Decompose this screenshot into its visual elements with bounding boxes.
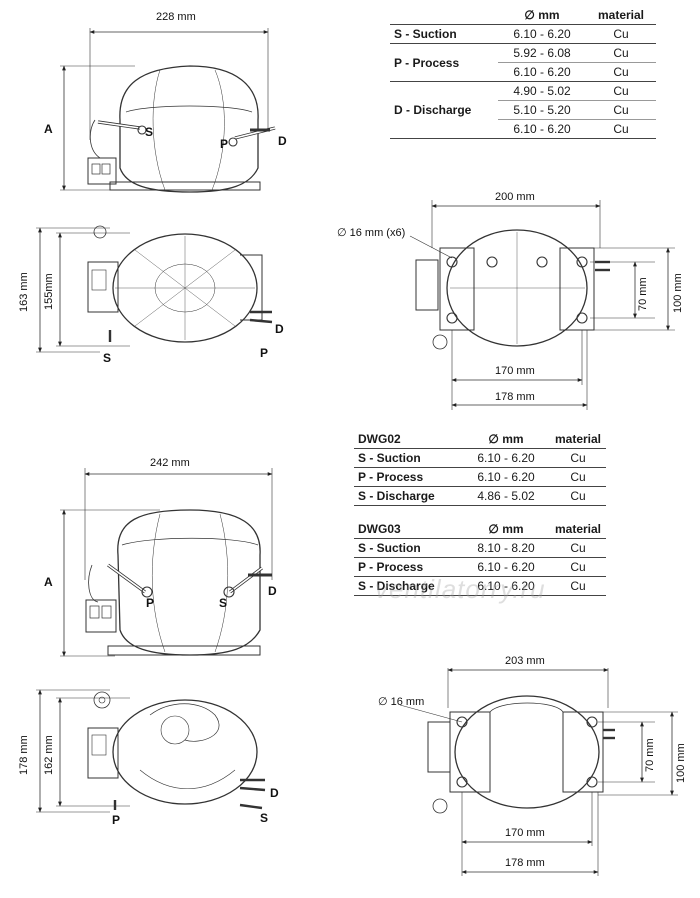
table2-title: DWG02 bbox=[354, 430, 462, 449]
table-row: P - Process 6.10 - 6.20 Cu bbox=[354, 467, 606, 487]
table2-row-label: S - Discharge bbox=[354, 486, 462, 506]
table-row: 6.10 - 6.20 Cu bbox=[390, 62, 656, 82]
table-row: S - Discharge 4.86 - 5.02 Cu bbox=[354, 486, 606, 506]
drawing2-pin-s: S bbox=[103, 351, 111, 365]
table1-cell-diameter: 5.10 - 5.20 bbox=[498, 100, 586, 120]
table2-cell-material: Cu bbox=[550, 448, 606, 468]
drawing5-outer-height: 178 mm bbox=[18, 735, 30, 775]
table1-cell-material: Cu bbox=[586, 100, 656, 120]
table2-col-material: material bbox=[550, 430, 606, 449]
table3-cell-material: Cu bbox=[550, 557, 606, 577]
table3-col-diameter: ∅ mm bbox=[462, 520, 550, 539]
table1-cell-diameter: 4.90 - 5.02 bbox=[498, 81, 586, 101]
drawing3-inner-height: 70 mm bbox=[637, 277, 649, 311]
table-row: D - Discharge 4.90 - 5.02 Cu bbox=[390, 81, 656, 139]
compressor-side-view-1 bbox=[60, 28, 276, 193]
table-row: S - Suction 6.10 - 6.20 Cu bbox=[390, 24, 656, 44]
drawing4-pin-p: P bbox=[146, 596, 154, 610]
table2-col-diameter: ∅ mm bbox=[462, 430, 550, 449]
connection-table-1: ∅ mm material S - Suction 6.10 - 6.20 Cu… bbox=[390, 6, 656, 139]
table2-row-label: P - Process bbox=[354, 467, 462, 487]
drawing3-width: 200 mm bbox=[495, 191, 535, 203]
table2-cell-diameter: 6.10 - 6.20 bbox=[462, 467, 550, 487]
table3-row-label: P - Process bbox=[354, 557, 462, 577]
drawing6-width: 203 mm bbox=[505, 655, 545, 667]
table3-cell-diameter: 6.10 - 6.20 bbox=[462, 557, 550, 577]
table1-cell-material: Cu bbox=[586, 62, 656, 82]
drawing4-pin-d: D bbox=[268, 584, 277, 598]
drawing6-inner-width: 170 mm bbox=[505, 827, 545, 839]
table1-cell-material: Cu bbox=[586, 24, 656, 44]
table3-cell-diameter: 8.10 - 8.20 bbox=[462, 538, 550, 558]
drawing1-height-label: A bbox=[44, 122, 53, 136]
compressor-top-view-2 bbox=[36, 689, 266, 813]
table3-cell-material: Cu bbox=[550, 538, 606, 558]
table-row: S - Suction 8.10 - 8.20 Cu bbox=[354, 538, 606, 558]
table2-row-label: S - Suction bbox=[354, 448, 462, 468]
drawing6-outer-width: 178 mm bbox=[505, 857, 545, 869]
drawing1-pin-s: S bbox=[145, 125, 153, 139]
table3-row-label: S - Discharge bbox=[354, 576, 462, 596]
table3-title: DWG03 bbox=[354, 520, 462, 539]
drawing5-pin-d: D bbox=[270, 786, 279, 800]
table-row: P - Process 5.92 - 6.08 Cu bbox=[390, 43, 656, 82]
drawing1-width-label: 228 mm bbox=[156, 11, 196, 23]
drawing6-outer-height: 100 mm bbox=[675, 743, 687, 783]
drawing1-pin-d: D bbox=[278, 134, 287, 148]
table2-cell-material: Cu bbox=[550, 467, 606, 487]
table3-col-material: material bbox=[550, 520, 606, 539]
table1-col-diameter: ∅ mm bbox=[498, 6, 586, 25]
drawing2-inner-height: 155mm bbox=[43, 273, 55, 310]
mounting-plate-view-1 bbox=[409, 200, 675, 410]
table2-cell-diameter: 4.86 - 5.02 bbox=[462, 486, 550, 506]
table3-row-label: S - Suction bbox=[354, 538, 462, 558]
mounting-plate-view-2 bbox=[399, 668, 678, 876]
table-row: P - Process 6.10 - 6.20 Cu bbox=[354, 557, 606, 577]
table-row: S - Suction 6.10 - 6.20 Cu bbox=[354, 448, 606, 468]
table-row: 6.10 - 6.20 Cu bbox=[390, 119, 656, 139]
drawing4-height-label: A bbox=[44, 575, 53, 589]
table1-row-label: S - Suction bbox=[390, 24, 498, 44]
drawing3-inner-width: 170 mm bbox=[495, 365, 535, 377]
drawing2-pin-d: D bbox=[275, 322, 284, 336]
drawing5-inner-height: 162 mm bbox=[43, 735, 55, 775]
drawing6-holes: ∅ 16 mm bbox=[378, 696, 424, 708]
drawing3-holes: ∅ 16 mm (x6) bbox=[337, 227, 405, 239]
table1-cell-diameter: 6.10 - 6.20 bbox=[498, 62, 586, 82]
table2-cell-material: Cu bbox=[550, 486, 606, 506]
compressor-side-view-2 bbox=[60, 468, 273, 657]
table1-cell-material: Cu bbox=[586, 43, 656, 63]
table1-cell-material: Cu bbox=[586, 81, 656, 101]
drawing6-inner-height: 70 mm bbox=[644, 738, 656, 772]
table1-col-material: material bbox=[586, 6, 656, 25]
table1-cell-material: Cu bbox=[586, 119, 656, 139]
connection-table-dwg02: DWG02 ∅ mm material S - Suction 6.10 - 6… bbox=[354, 430, 606, 506]
table1-cell-diameter: 5.92 - 6.08 bbox=[498, 43, 586, 63]
table1-cell-diameter: 6.10 - 6.20 bbox=[498, 24, 586, 44]
drawing4-width-label: 242 mm bbox=[150, 457, 190, 469]
table1-row-label: D - Discharge bbox=[390, 81, 498, 139]
compressor-top-view-1 bbox=[36, 225, 273, 353]
drawing4-pin-s: S bbox=[219, 596, 227, 610]
table1-cell-diameter: 6.10 - 6.20 bbox=[498, 119, 586, 139]
connection-table-dwg03: DWG03 ∅ mm material S - Suction 8.10 - 8… bbox=[354, 520, 606, 596]
table3-cell-material: Cu bbox=[550, 576, 606, 596]
drawing5-pin-s: S bbox=[260, 811, 268, 825]
table-row: S - Discharge 6.10 - 6.20 Cu bbox=[354, 576, 606, 596]
drawing3-outer-width: 178 mm bbox=[495, 391, 535, 403]
drawing2-outer-height: 163 mm bbox=[18, 272, 30, 312]
watermark: ventilatorry.ru bbox=[375, 574, 546, 604]
table-row: 5.10 - 5.20 Cu bbox=[390, 100, 656, 120]
drawing5-pin-p: P bbox=[112, 813, 120, 827]
table1-row-label: P - Process bbox=[390, 43, 498, 82]
drawing3-outer-height: 100 mm bbox=[672, 273, 684, 313]
drawing2-pin-p: P bbox=[260, 346, 268, 360]
table2-cell-diameter: 6.10 - 6.20 bbox=[462, 448, 550, 468]
drawing1-pin-p: P bbox=[220, 137, 228, 151]
table3-cell-diameter: 6.10 - 6.20 bbox=[462, 576, 550, 596]
